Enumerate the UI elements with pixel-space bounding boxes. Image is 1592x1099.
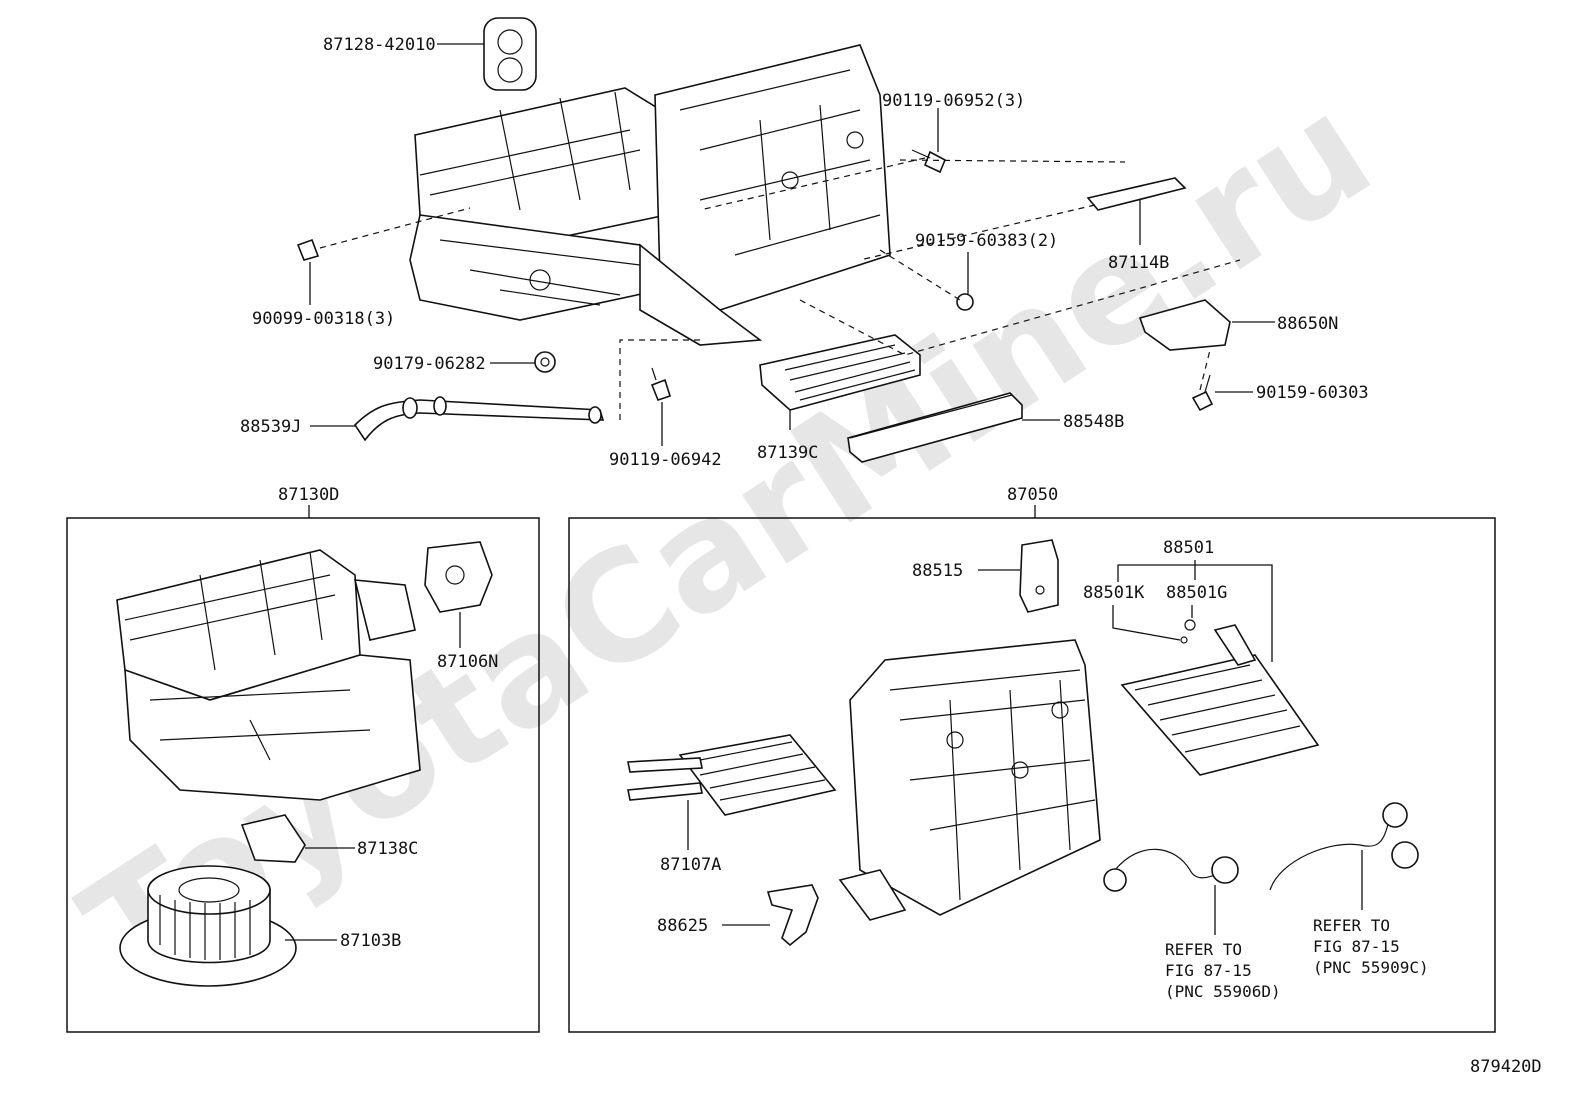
group-87050-title: 87050: [1007, 485, 1058, 505]
blower-motor-87103B: 87103B: [119, 865, 401, 987]
sensor-88650N: 88650N: [1138, 299, 1338, 351]
screw-90159-60303: 90159-60303: [1191, 374, 1369, 412]
label-87139C: 87139C: [757, 443, 818, 463]
expansion-valve-88515: 88515: [912, 539, 1059, 613]
label-88501G: 88501G: [1166, 583, 1227, 603]
guide-lines: [319, 157, 1241, 420]
label-90119-06952: 90119-06952(3): [882, 91, 1025, 111]
refer2-line2: FIG 87-15: [1313, 937, 1400, 956]
label-90159-60303: 90159-60303: [1256, 383, 1369, 403]
label-88515: 88515: [912, 561, 963, 581]
refer1-line2: FIG 87-15: [1165, 961, 1252, 980]
heater-case-right: [838, 639, 1101, 921]
hose-88539J: 88539J: [240, 396, 605, 442]
label-88501K: 88501K: [1083, 583, 1145, 603]
evaporator-88501: 88501 88501K 88501G: [1083, 538, 1320, 776]
refer2-line1: REFER TO: [1313, 916, 1390, 935]
screw-90159-60383: 90159-60383(2): [915, 231, 1058, 311]
label-88539J: 88539J: [240, 417, 301, 437]
heater-unit-assembly: [409, 44, 891, 346]
label-87103B: 87103B: [340, 931, 401, 951]
label-88650N: 88650N: [1277, 314, 1338, 334]
label-88625: 88625: [657, 916, 708, 936]
label-87106N: 87106N: [437, 652, 498, 672]
label-90179-06282: 90179-06282: [373, 354, 486, 374]
label-87107A: 87107A: [660, 855, 721, 875]
label-87128: 87128-42010: [323, 35, 436, 55]
label-88548B: 88548B: [1063, 412, 1124, 432]
resistor-87138C: 87138C: [240, 814, 418, 863]
wire-harness-2: REFER TO FIG 87-15 (PNC 55909C): [1269, 802, 1429, 977]
heater-core-87107A: 87107A: [627, 734, 837, 875]
filter-88548B: 88548B: [847, 392, 1124, 463]
bolt-90119-06942: 90119-06942: [609, 367, 722, 470]
group-87050: 87050 88515 88501 88501K 88501G: [568, 485, 1496, 1033]
sensor-88625: 88625: [657, 884, 819, 947]
refer1-line1: REFER TO: [1165, 940, 1242, 959]
group-87130D: 87130D 87106N 87138C 87103B: [66, 485, 540, 1033]
refer2-line3: (PNC 55909C): [1313, 958, 1429, 977]
bolt-90099-00318: 90099-00318(3): [252, 238, 395, 329]
label-90159-60383: 90159-60383(2): [915, 231, 1058, 251]
label-88501: 88501: [1163, 538, 1214, 558]
label-90099-00318: 90099-00318(3): [252, 309, 395, 329]
diagram-id: 879420D: [1470, 1057, 1542, 1077]
blower-case: [116, 549, 421, 801]
refer1-line3: (PNC 55906D): [1165, 982, 1281, 1001]
actuator-87106N: 87106N: [424, 541, 498, 672]
label-90119-06942: 90119-06942: [609, 450, 722, 470]
bolt-90119-06952: 90119-06952(3): [882, 91, 1025, 174]
nut-90179-06282: 90179-06282: [373, 351, 556, 374]
wire-harness-1: REFER TO FIG 87-15 (PNC 55906D): [1103, 848, 1281, 1001]
group-87130D-title: 87130D: [278, 485, 339, 505]
filter-87139C: 87139C: [757, 334, 921, 463]
grommet-87128: 87128-42010: [323, 17, 537, 91]
part-87114B: 87114B: [1086, 177, 1187, 273]
label-87138C: 87138C: [357, 839, 418, 859]
label-87114B: 87114B: [1108, 253, 1169, 273]
